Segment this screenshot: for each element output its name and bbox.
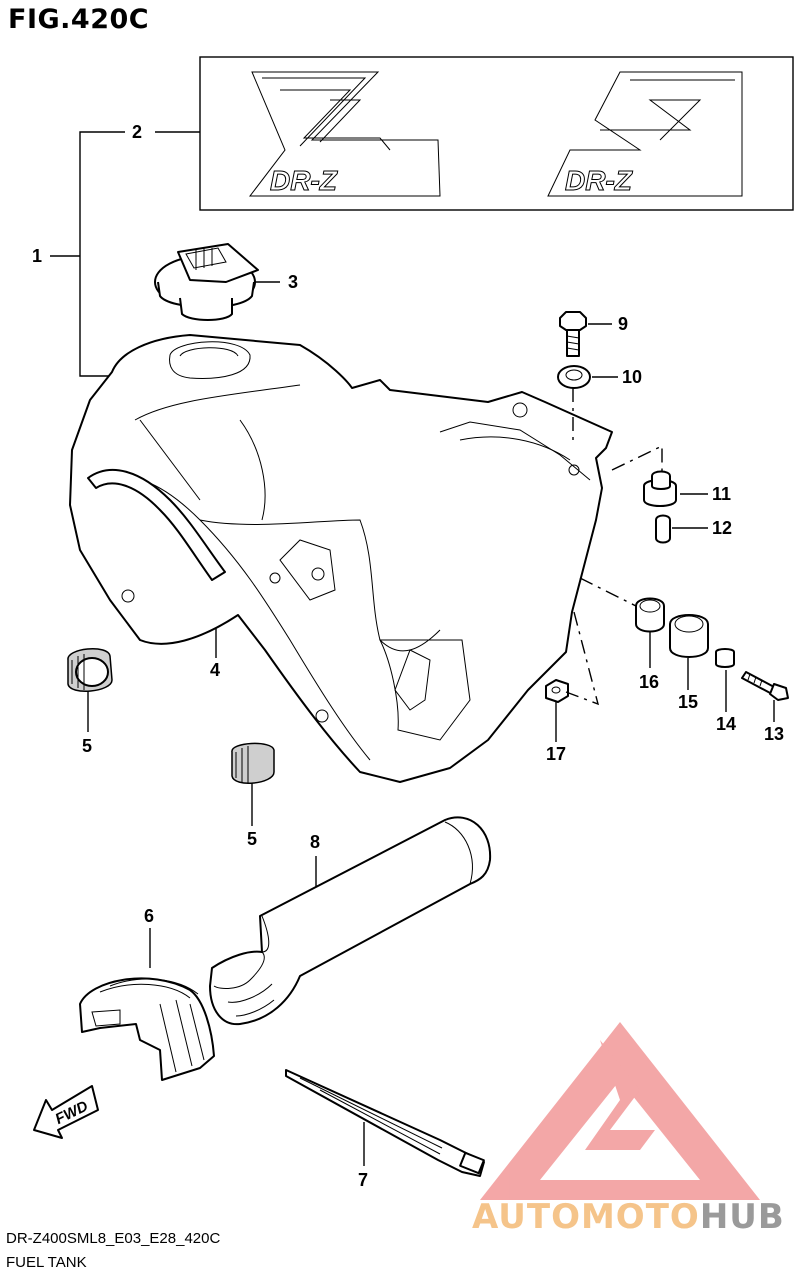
fuel-cap [154,243,259,321]
watermark-text: AUTOMOTOHUB [472,1197,785,1237]
cushion-16 [635,597,665,633]
callout-15: 15 [678,692,698,712]
washer-14 [715,648,735,668]
callout-5-upper: 5 [82,736,92,756]
decal-right-text: DR-Z [565,165,633,196]
model-code: DR-Z400SML8_E03_E28_420C [6,1230,221,1247]
callout-12: 12 [712,518,732,538]
callout-labels: 2 1 3 9 10 11 12 4 16 15 14 13 5 17 5 8 … [32,122,784,1190]
cable-tie [285,1069,485,1177]
grommet-11 [643,470,677,507]
heat-protector [209,816,492,1026]
fwd-arrow-icon: FWD [33,1085,99,1139]
decal-set: DR-Z DR-Z [199,56,794,211]
rubber-strip [87,468,226,581]
callout-13: 13 [764,724,784,744]
fuel-tank [69,334,613,783]
washer-10 [557,365,591,389]
watermark-part1: AUTOMOTO [472,1197,700,1237]
callout-9: 9 [618,314,628,334]
callout-8: 8 [310,832,320,852]
callout-5-lower: 5 [247,829,257,849]
callout-10: 10 [622,367,642,387]
callout-6: 6 [144,906,154,926]
bolt-13 [741,671,789,701]
cushion-15 [669,614,709,658]
watermark-part2: HUB [700,1197,785,1237]
clamp-rubber [79,977,215,1081]
callout-16: 16 [639,672,659,692]
decal-frame [199,56,794,211]
centerlines [565,388,663,706]
nut-17 [545,679,569,703]
collar-12 [655,514,671,544]
decal-right: DR-Z [547,71,743,197]
figure-title: FIG.420C [8,4,150,35]
decal-left: DR-Z [248,71,441,197]
callout-7: 7 [358,1170,368,1190]
decal-left-text: DR-Z [270,165,338,196]
watermark-logo-icon [480,1022,760,1200]
section-name: FUEL TANK [6,1254,87,1271]
callout-17: 17 [546,744,566,764]
callout-1: 1 [32,246,42,266]
callout-4: 4 [210,660,220,680]
callout-2: 2 [132,122,142,142]
callout-14: 14 [716,714,736,734]
cap-5-upper [67,648,113,692]
cap-5-lower [231,742,275,784]
callout-11: 11 [712,484,731,504]
callout-3: 3 [288,272,298,292]
bolt-9 [559,311,587,357]
